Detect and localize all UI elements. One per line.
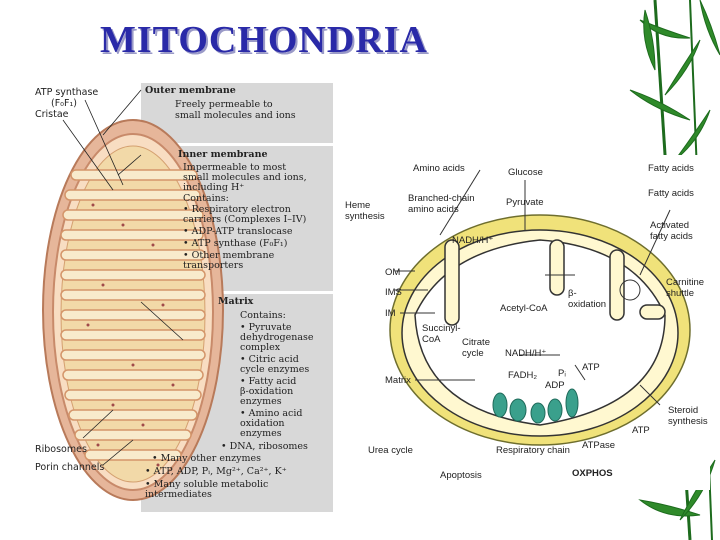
inner-membrane-line: carriers (Complexes I–IV) [183, 214, 307, 225]
atp-inner-label: ATP [582, 362, 600, 373]
matrix-line: Contains: [240, 310, 286, 321]
pyruvate-label: Pyruvate [506, 197, 544, 208]
matrix-line: cycle enzymes [240, 364, 310, 375]
inner-membrane-line: • ATP synthase (F₀F₁) [183, 238, 288, 249]
matrix-line: dehydrogenase [240, 332, 314, 343]
matrix-heading: Matrix [218, 296, 254, 307]
cristae-label: Cristae [35, 109, 69, 120]
matrix-line: • Pyruvate [240, 322, 292, 333]
pi-label: Pᵢ [558, 368, 566, 379]
ims-label: IMS [385, 287, 402, 298]
nadh-top-label: NADH/H⁺ [452, 235, 494, 246]
mitochondrion-schematic [389, 169, 691, 446]
acetyl-coa-label: Acetyl-CoA [500, 303, 548, 314]
matrix-line: enzymes [240, 396, 282, 407]
outer-membrane-panel [141, 83, 333, 143]
inner-membrane-line: including H⁺ [183, 182, 245, 193]
atpase-label: ATPase [582, 440, 616, 451]
matrix-line: • Many other enzymes [152, 453, 261, 464]
matrix-line: • DNA, ribosomes [221, 441, 308, 452]
inner-membrane-line: • Respiratory electron [183, 204, 291, 215]
atp-synthase-label: ATP synthase [35, 87, 99, 98]
outer-membrane-heading: Outer membrane [145, 85, 236, 96]
fatty-acids-label: Fatty acids [648, 188, 694, 199]
matrix-line: • ATP, ADP, Pᵢ, Mg²⁺, Ca²⁺, K⁺ [145, 466, 287, 477]
matrix-line: • Citric acid [240, 354, 299, 365]
matrix-line: enzymes [240, 428, 282, 439]
im-label: IM [385, 308, 396, 319]
inner-membrane-line: transporters [183, 260, 244, 271]
om-label: OM [385, 267, 401, 278]
outer-membrane-line: Freely permeable to [175, 99, 273, 110]
urea-cycle-label: Urea cycle [368, 445, 413, 456]
matrix-line: intermediates [145, 489, 212, 500]
left-figure: ATP synthase (F₀F₁) Cristae Ribosomes Po… [33, 80, 335, 514]
matrix-line: complex [240, 342, 281, 353]
fatty-acids-top-label: Fatty acids [648, 163, 694, 174]
matrix-line: oxidation [240, 418, 285, 429]
mitochondrion-illustration [42, 89, 224, 501]
beta-oxidation-label: β-oxidation [568, 288, 607, 310]
succinyl-coa-label: Succinyl-CoA [422, 323, 461, 345]
respiratory-chain-label: Respiratory chain [496, 445, 570, 456]
matrix-line: • Many soluble metabolic [145, 479, 269, 490]
ribosomes-label: Ribosomes [35, 444, 87, 455]
oxphos-label: OXPHOS [572, 468, 613, 479]
matrix-line: β-oxidation [240, 386, 294, 397]
inner-membrane-line: • Other membrane [183, 250, 275, 261]
porin-channels-label: Porin channels [35, 462, 105, 473]
outer-membrane-line: small molecules and ions [175, 110, 296, 121]
apoptosis-label: Apoptosis [440, 470, 482, 481]
amino-acids-label: Amino acids [413, 163, 465, 174]
inner-membrane-heading: Inner membrane [178, 149, 268, 160]
glucose-label: Glucose [508, 167, 543, 178]
matrix-label: Matrix [385, 375, 411, 386]
inner-membrane-line: Contains: [183, 193, 229, 204]
inner-membrane-line: Impermeable to most [183, 162, 287, 173]
nadh-mid-label: NADH/H⁺ [505, 348, 547, 359]
adp-label: ADP [545, 380, 565, 391]
inner-membrane-line: • ADP-ATP translocase [183, 226, 293, 237]
inner-membrane-line: small molecules and ions, [183, 172, 307, 183]
matrix-line: • Amino acid [240, 408, 303, 419]
atp-synthase-sublabel: (F₀F₁) [51, 98, 77, 109]
fadh2-label: FADH₂ [508, 370, 538, 381]
slide-title: MITOCHONDRIA [100, 19, 428, 61]
matrix-line: • Fatty acid [240, 376, 297, 387]
atp-outer-label: ATP [632, 425, 650, 436]
